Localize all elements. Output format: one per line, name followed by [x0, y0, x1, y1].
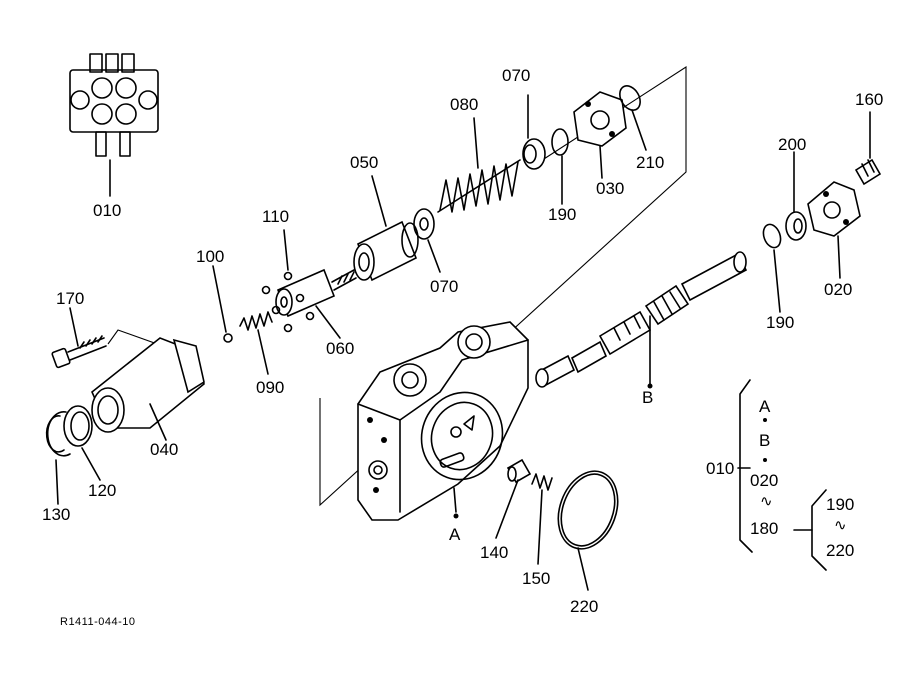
part-170-bolt [51, 307, 107, 369]
label-040: 040 [150, 440, 179, 459]
legend-item-a: A [759, 397, 771, 416]
marker-a: A [449, 525, 461, 544]
part-210-oring [619, 85, 647, 151]
marker-b: B [642, 388, 654, 407]
label-020: 020 [824, 280, 853, 299]
label-210: 210 [636, 153, 665, 172]
part-110-balls [261, 229, 315, 333]
label-010: 010 [93, 201, 122, 220]
part-160-screw [854, 111, 882, 186]
part-200-seal [785, 151, 807, 241]
label-200: 200 [778, 135, 807, 154]
legend-item-b: B [759, 431, 771, 450]
drawing-code: R1411-044-10 [60, 616, 136, 628]
part-090-spring [239, 311, 273, 375]
label-100: 100 [196, 247, 225, 266]
legend-bracket [737, 379, 827, 571]
legend-range-from: 020 [750, 471, 779, 490]
label-140: 140 [480, 543, 509, 562]
part-040-cover [91, 329, 205, 441]
part-070-seal-top [522, 94, 546, 170]
label-070-mid: 070 [430, 277, 459, 296]
part-120-ring [63, 405, 101, 481]
legend-sub-tilde: ∿ [834, 517, 847, 534]
part-020-flange [807, 181, 861, 279]
label-060: 060 [326, 339, 355, 358]
part-190-oring-top [551, 128, 569, 205]
label-030: 030 [596, 179, 625, 198]
legend-range-tilde: ∿ [760, 493, 773, 510]
label-080: 080 [450, 95, 479, 114]
part-080-spring [437, 117, 521, 213]
marker-a-leader [453, 487, 459, 519]
label-160: 160 [855, 90, 884, 109]
label-130: 130 [42, 505, 71, 524]
legend-sub-to: 220 [826, 541, 855, 560]
label-190-right: 190 [766, 313, 795, 332]
label-220: 220 [570, 597, 599, 616]
label-120: 120 [88, 481, 117, 500]
label-070-top: 070 [502, 66, 531, 85]
part-070-washer [413, 208, 441, 273]
label-050: 050 [350, 153, 379, 172]
part-030-flange [573, 91, 627, 179]
part-130-circlip [45, 410, 71, 505]
valve-assembly-thumbnail [69, 53, 159, 197]
label-090: 090 [256, 378, 285, 397]
part-190-oring-right [762, 223, 782, 313]
legend-root: 010 [706, 459, 735, 478]
valve-body [357, 321, 529, 521]
upper-section-outline [319, 65, 687, 507]
part-150-spring [531, 473, 553, 565]
part-100-ball [212, 265, 233, 343]
label-150: 150 [522, 569, 551, 588]
part-220-oring [557, 470, 619, 591]
legend-range-to: 180 [750, 519, 779, 538]
legend-sub-from: 190 [826, 495, 855, 514]
part-140-pin [495, 458, 532, 539]
label-190-top: 190 [548, 205, 577, 224]
label-170: 170 [56, 289, 85, 308]
label-110: 110 [262, 207, 290, 226]
spool-shaft [535, 251, 748, 389]
part-050-sleeve [353, 175, 419, 282]
